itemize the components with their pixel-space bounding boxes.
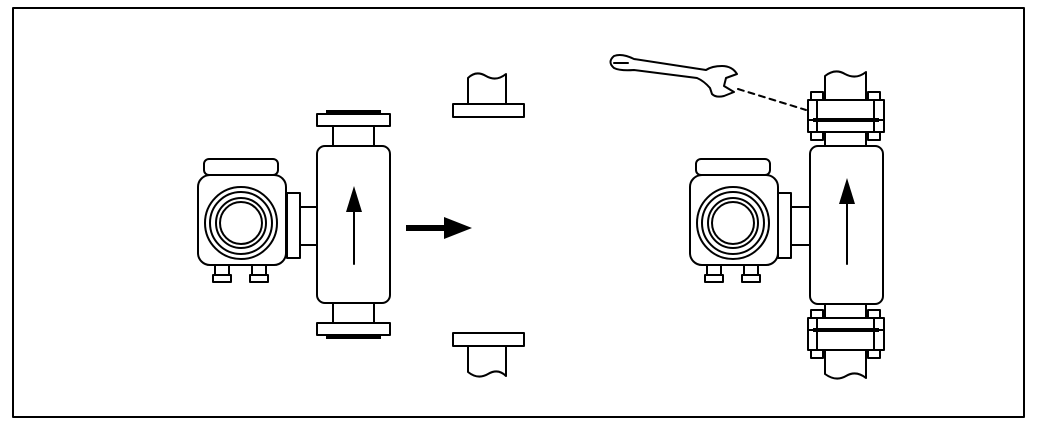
transition-arrow-icon bbox=[406, 217, 472, 239]
flowmeter-left bbox=[197, 110, 391, 339]
flowmeter-right bbox=[689, 70, 885, 380]
flowmeter-left-neck bbox=[286, 192, 318, 259]
flange-assembly-top bbox=[807, 91, 885, 147]
flow-direction-arrow-icon bbox=[839, 178, 855, 265]
flowmeter-left-top-flange bbox=[316, 110, 391, 147]
transmitter-housing-right bbox=[689, 158, 779, 283]
wrench-leader-line bbox=[737, 88, 807, 111]
wrench-icon bbox=[609, 54, 738, 98]
flowmeter-left-bottom-flange bbox=[316, 302, 391, 339]
pipe-stub-bottom bbox=[452, 332, 525, 378]
pipe-lower bbox=[824, 349, 867, 380]
flow-direction-arrow-icon bbox=[346, 186, 362, 265]
transmitter-housing-left bbox=[197, 158, 287, 283]
pipe-stub-top bbox=[452, 72, 525, 118]
flange-assembly-bottom bbox=[807, 303, 885, 359]
flowmeter-right-neck bbox=[777, 192, 811, 259]
